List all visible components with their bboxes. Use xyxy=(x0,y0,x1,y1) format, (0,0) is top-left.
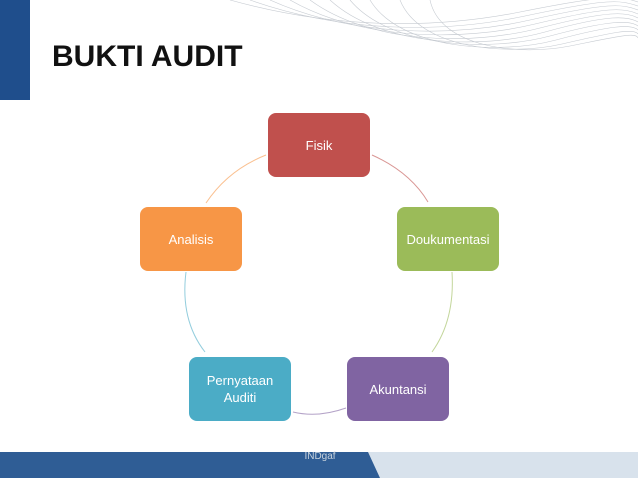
node-doukumentasi: Doukumentasi xyxy=(397,207,499,271)
node-analisis-label: Analisis xyxy=(168,231,214,247)
footer-blue-band xyxy=(0,452,380,478)
connector-doukumentasi-akuntansi xyxy=(431,271,453,353)
connector-fisik-doukumentasi xyxy=(371,154,429,203)
node-fisik: Fisik xyxy=(268,113,370,177)
connector-analisis-fisik xyxy=(205,154,267,204)
slide-title: BUKTI AUDIT xyxy=(52,40,243,73)
footer-text: INDgaf xyxy=(304,451,336,462)
decorative-wave-lines xyxy=(229,0,638,51)
title-accent-bar xyxy=(0,0,30,100)
node-fisik-label: Fisik xyxy=(305,137,333,153)
connector-akuntansi-pernyataan xyxy=(292,407,347,415)
node-akuntansi: Akuntansi xyxy=(347,357,449,421)
connector-pernyataan-analisis xyxy=(184,271,206,353)
node-akuntansi-label: Akuntansi xyxy=(369,381,427,397)
node-doukumentasi-label: Doukumentasi xyxy=(406,231,490,247)
node-pernyataan-auditi: Pernyataan Auditi xyxy=(189,357,291,421)
node-pernyataan-auditi-label: Pernyataan Auditi xyxy=(206,373,274,405)
node-analisis: Analisis xyxy=(140,207,242,271)
